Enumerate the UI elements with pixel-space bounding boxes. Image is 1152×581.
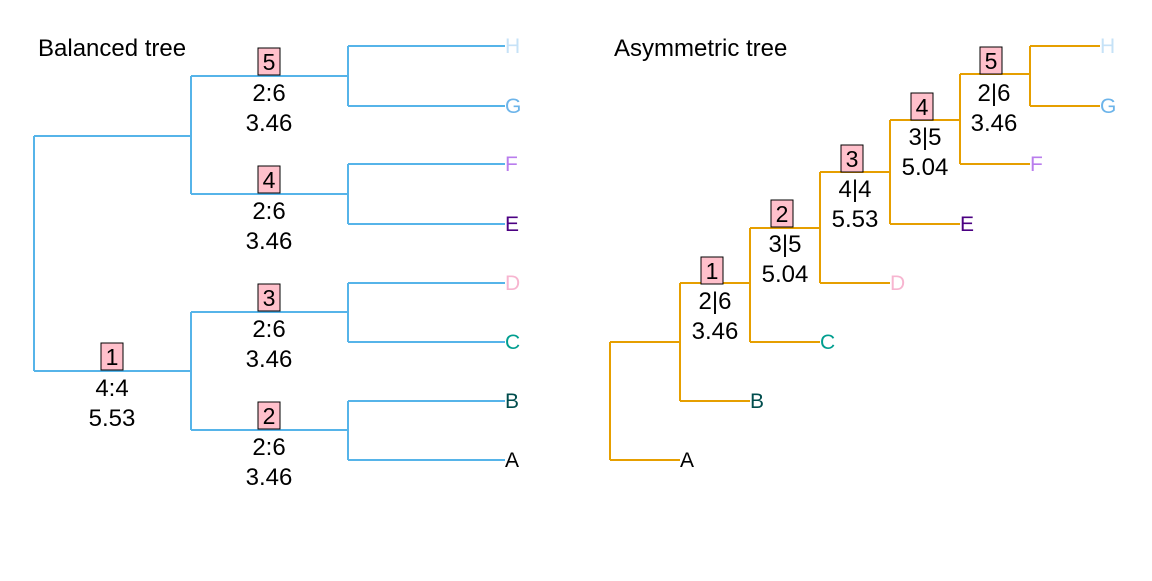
node-value: 3.46 [246,228,293,255]
node-id: 1 [106,344,119,370]
node-split: 2:6 [252,434,285,461]
node-label-1: 1 2|6 3.46 [692,256,739,345]
node-id: 4 [263,167,276,193]
tip-label-h: H [505,35,520,58]
node-id-badge [700,256,724,285]
node-split: 2|6 [978,80,1011,107]
node-id-badge [100,342,124,371]
node-label-1: 1 4:4 5.53 [89,342,136,432]
node-id-badge [840,144,864,173]
node-split: 4:4 [95,375,128,402]
node-id-badge [257,165,281,194]
node-id-badge [257,401,281,430]
node-value: 5.04 [762,261,809,288]
asymmetric-tree-title: Asymmetric tree [614,35,787,62]
node-id: 3 [846,146,859,172]
tip-label-e: E [960,213,974,236]
node-id: 1 [706,258,719,284]
node-label-5: 5 2|6 3.46 [971,46,1018,137]
node-id-badge [257,47,281,76]
balanced-tree-title: Balanced tree [38,35,186,62]
balanced-tree: Balanced tree [33,35,521,491]
node-id: 4 [916,94,929,120]
tip-label-h: H [1100,35,1115,58]
node-split: 2:6 [252,80,285,107]
asymmetric-tree-node-labels: 1 2|6 3.46 2 3|5 5.04 3 4|4 5.53 4 [692,46,1018,345]
balanced-tree-node-labels: 1 4:4 5.53 2 2:6 3.46 3 2:6 3.46 4 [89,47,293,491]
asymmetric-tree-edges [609,45,1100,461]
tip-label-c: C [820,331,835,354]
asymmetric-tree-tips: H G F E D C B A [680,35,1116,472]
node-id: 3 [263,285,276,311]
node-label-5: 5 2:6 3.46 [246,47,293,137]
node-id-badge [770,199,794,228]
node-split: 2:6 [252,198,285,225]
node-split: 2|6 [699,288,732,315]
node-split: 2:6 [252,316,285,343]
tip-label-d: D [505,272,520,295]
tip-label-f: F [1030,153,1043,176]
node-label-4: 4 2:6 3.46 [246,165,293,255]
node-label-4: 4 3|5 5.04 [902,92,949,181]
asymmetric-tree: Asymmetric tree [609,35,1116,472]
node-value: 5.53 [832,206,879,233]
tip-label-c: C [505,331,520,354]
tip-label-b: B [505,390,519,413]
tip-label-a: A [680,449,694,472]
node-value: 3.46 [692,318,739,345]
node-id: 2 [263,403,276,429]
node-label-2: 2 2:6 3.46 [246,401,293,491]
node-id-badge [910,92,934,121]
tip-label-d: D [890,272,905,295]
node-split: 4|4 [839,176,872,203]
node-value: 3.46 [246,346,293,373]
tip-label-g: G [505,95,521,118]
node-value: 3.46 [971,110,1018,137]
tip-label-a: A [505,449,519,472]
balanced-tree-edges [33,45,505,461]
node-split: 3|5 [769,231,802,258]
node-id-badge [257,283,281,312]
node-id-badge [979,46,1003,75]
node-label-2: 2 3|5 5.04 [762,199,809,288]
node-label-3: 3 4|4 5.53 [832,144,879,233]
node-id: 5 [985,48,998,74]
tip-label-g: G [1100,95,1116,118]
node-value: 3.46 [246,464,293,491]
tip-label-f: F [505,153,518,176]
node-label-3: 3 2:6 3.46 [246,283,293,373]
node-value: 5.04 [902,154,949,181]
node-value: 3.46 [246,110,293,137]
balanced-tree-tips: H G F E D C B A [505,35,521,472]
tip-label-e: E [505,213,519,236]
node-value: 5.53 [89,405,136,432]
node-id: 2 [776,201,789,227]
node-id: 5 [263,49,276,75]
tip-label-b: B [750,390,764,413]
node-split: 3|5 [909,124,942,151]
